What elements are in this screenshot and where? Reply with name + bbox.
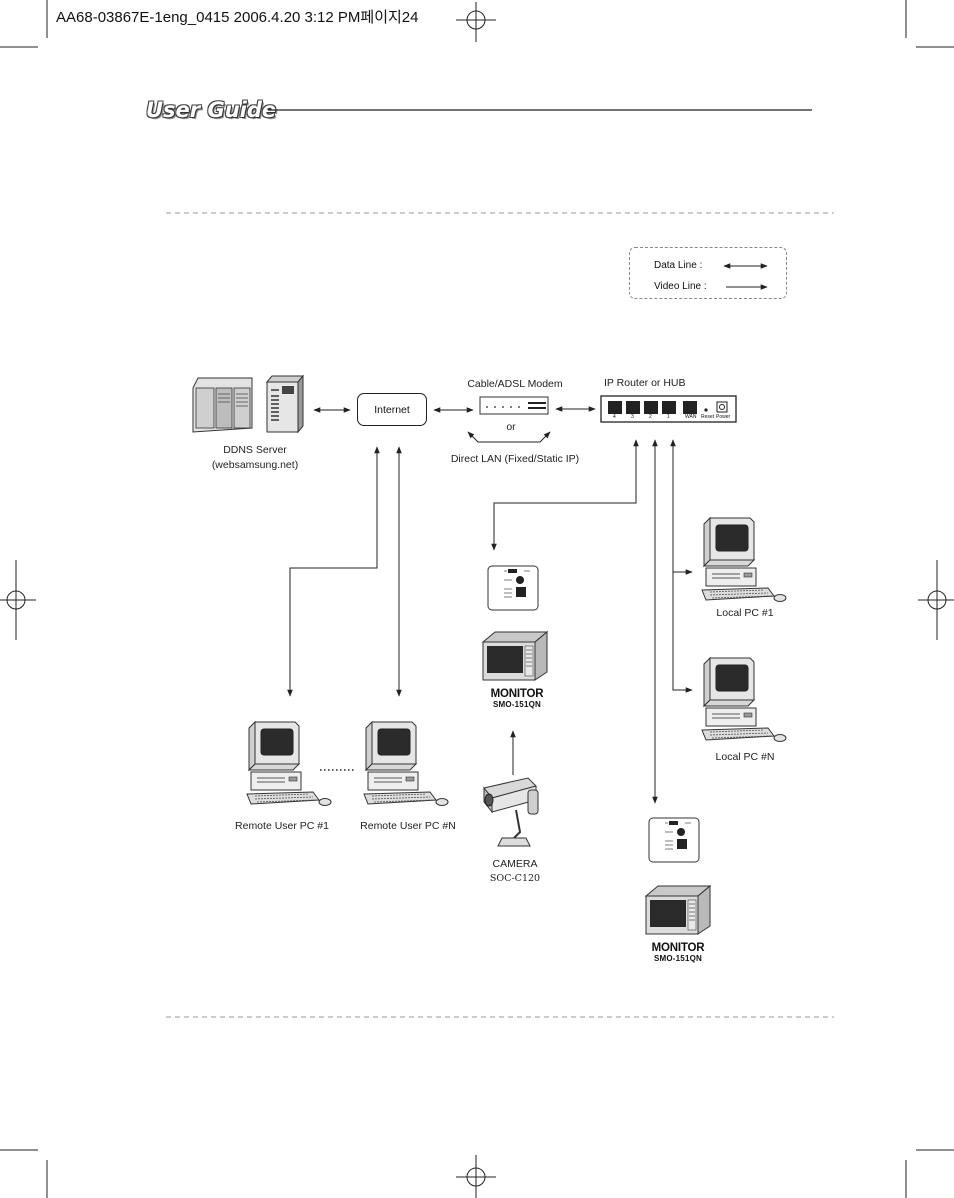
local-pc-1-label: Local PC #1 xyxy=(716,607,774,619)
router-port-labels: 4 3 2 1 WAN Reset Power xyxy=(601,414,736,422)
router-encoder1-link xyxy=(491,439,639,551)
encoder-1-icon xyxy=(487,565,539,611)
internet-remote-pc1-link xyxy=(287,446,380,697)
internet-node: Internet xyxy=(357,393,427,426)
legend-box: Data Line : Video Line : xyxy=(629,247,787,299)
monitor-2-label: MONITOR SMO-151QN xyxy=(635,942,721,963)
legend-data-line-label: Data Line : xyxy=(654,260,703,271)
router-port-4: 4 xyxy=(613,414,616,420)
camera-icon xyxy=(483,777,539,847)
router-reset-label: Reset xyxy=(701,414,715,420)
local-pc-n-icon xyxy=(701,657,787,742)
router-icon xyxy=(600,395,737,423)
remote-pc-1-label: Remote User PC #1 xyxy=(235,820,329,832)
remote-pc-n-icon xyxy=(363,721,449,806)
monitor-1-icon xyxy=(482,631,548,681)
modem-label: Cable/ADSL Modem xyxy=(467,378,563,390)
legend-video-line-label: Video Line : xyxy=(654,281,707,292)
or-label: or xyxy=(506,421,516,433)
remote-pc-1-icon xyxy=(246,721,332,806)
direct-lan-label: Direct LAN (Fixed/Static IP) xyxy=(450,453,580,465)
remote-pc-n-label: Remote User PC #N xyxy=(360,820,456,832)
monitor-1-name: MONITOR xyxy=(490,688,544,700)
monitor-1-model: SMO-151QN xyxy=(492,700,542,709)
camera-model-label: SOC-C120 xyxy=(489,873,541,884)
router-label: IP Router or HUB xyxy=(604,377,686,389)
router-power-label: Power xyxy=(716,414,731,420)
router-local-pcn-link xyxy=(670,439,693,693)
internet-label: Internet xyxy=(374,403,410,416)
print-slug: AA68-03867E-1eng_0415 2006.4.20 3:12 PM페… xyxy=(56,9,419,26)
ddns-server-icon xyxy=(192,374,305,434)
router-port-1: 1 xyxy=(667,414,670,420)
local-pc-n-label: Local PC #N xyxy=(715,751,775,763)
ddns-host-label: (websamsung.net) xyxy=(211,459,299,471)
monitor-2-model: SMO-151QN xyxy=(653,954,703,963)
router-port-2: 2 xyxy=(649,414,652,420)
monitor-2-name: MONITOR xyxy=(651,942,705,954)
local-pc-1-icon xyxy=(701,517,787,602)
guide-title: User Guide xyxy=(146,98,277,122)
encoder-2-icon xyxy=(648,817,700,863)
router-port-3: 3 xyxy=(631,414,634,420)
monitor-2-icon xyxy=(645,885,711,935)
ddns-server-label: DDNS Server xyxy=(223,444,287,456)
router-port-wan: WAN xyxy=(685,414,697,420)
camera-label: CAMERA xyxy=(492,858,538,870)
modem-icon xyxy=(479,396,549,415)
monitor-1-label: MONITOR SMO-151QN xyxy=(474,688,560,709)
direct-lan-link xyxy=(467,431,551,443)
